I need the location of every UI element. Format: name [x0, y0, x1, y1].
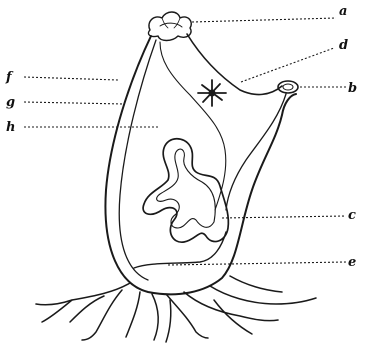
oral-disc: [148, 12, 191, 41]
label-d: d: [339, 38, 348, 53]
label-f: f: [5, 70, 14, 85]
leader-a: [192, 18, 336, 22]
leader-c: [222, 216, 345, 218]
convoluted-tract: [143, 139, 228, 242]
label-g: g: [6, 95, 15, 110]
label-h: h: [6, 120, 15, 135]
lower-sac: [134, 232, 226, 268]
leader-f: [24, 77, 118, 80]
leader-d: [241, 48, 334, 82]
labels: a d b f g h c e: [5, 4, 357, 270]
label-a: a: [339, 4, 347, 19]
label-e: e: [348, 255, 356, 270]
inner-lining: [160, 42, 226, 210]
label-b: b: [348, 81, 357, 96]
basal-roots: [36, 276, 316, 342]
star-cell: [198, 80, 226, 106]
inner-wall-layer: [119, 40, 156, 280]
outer-body-wall: [105, 36, 296, 294]
label-c: c: [348, 208, 356, 223]
leader-g: [24, 102, 124, 104]
